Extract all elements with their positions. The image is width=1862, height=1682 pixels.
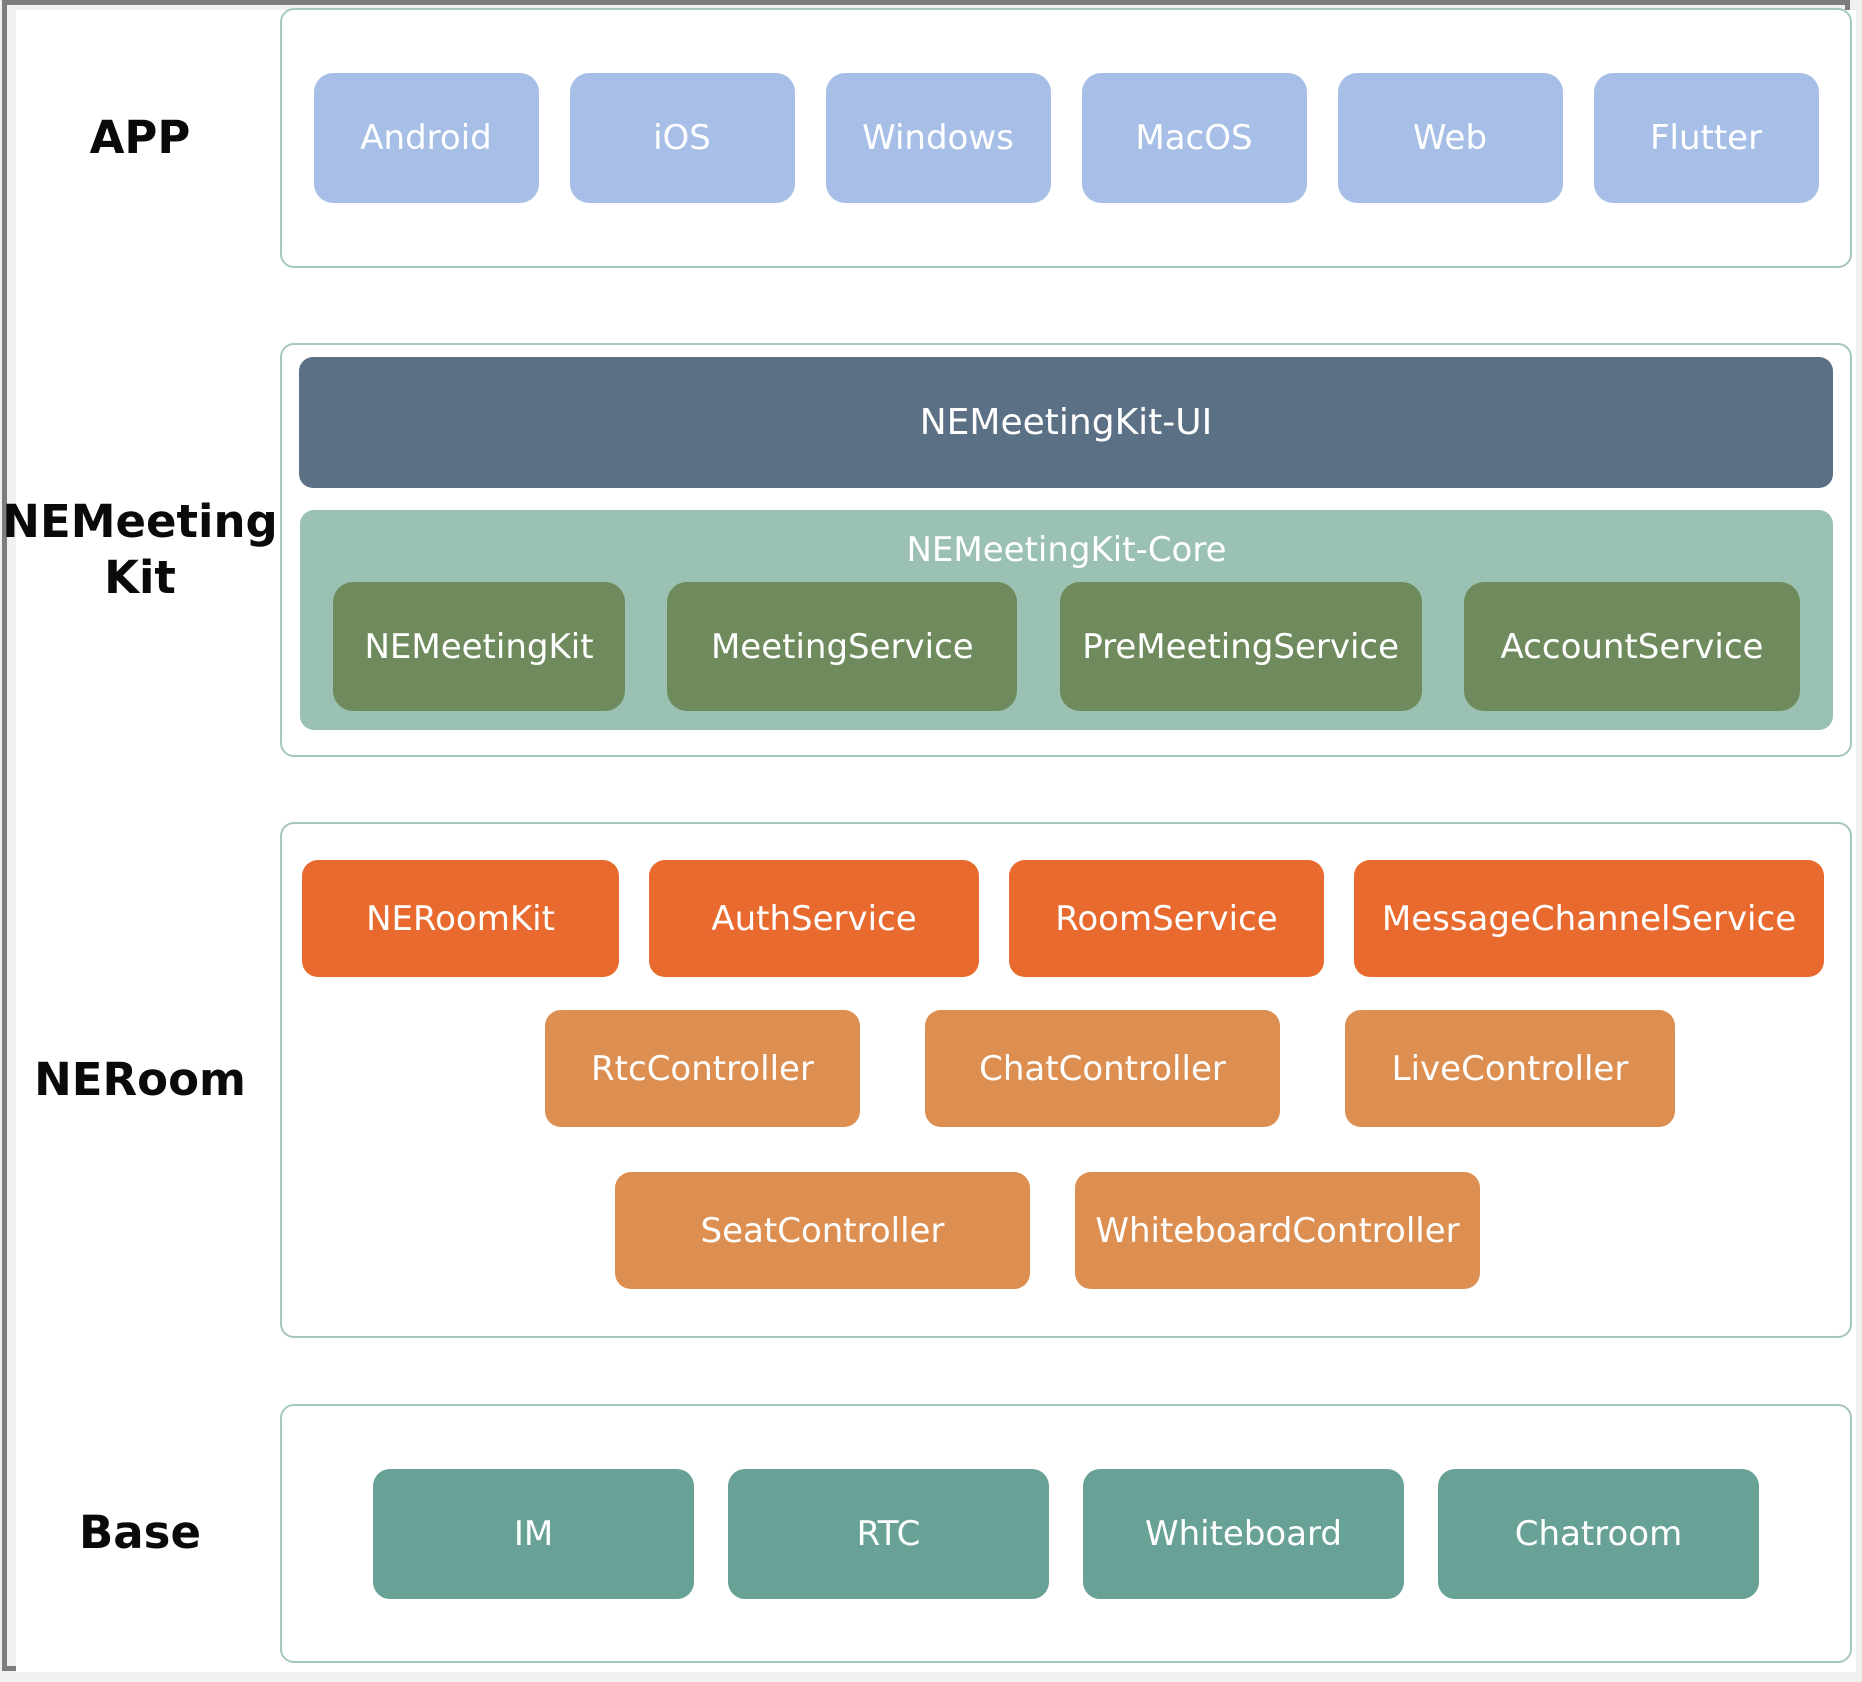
layer-label-nemeetingkit-line2: Kit [104,551,176,604]
nemeetingkit-ui-bar: NEMeetingKit-UI [299,357,1833,488]
svc-box-roomservice: RoomService [1009,860,1324,977]
core-box-premeetingservice: PreMeetingService [1059,582,1422,711]
core-box-meetingservice: MeetingService [667,582,1018,711]
ctl-box-chatcontroller: ChatController [925,1010,1280,1127]
app-box-macos: MacOS [1081,73,1307,203]
layer-label-nemeetingkit: NEMeeting Kit [0,494,280,606]
layer-label-nemeetingkit-line1: NEMeeting [2,495,278,548]
svc-box-authservice: AuthService [649,860,979,977]
svc-box-messagechannelservice: MessageChannelService [1354,860,1824,977]
base-box-im: IM [373,1468,694,1599]
base-box-rtc: RTC [728,1468,1049,1599]
layer-label-base: Base [79,1506,201,1559]
ctl-box-rtccontroller: RtcController [545,1010,860,1127]
section-nemeetingkit: NEMeetingKit-UI NEMeetingKit-Core NEMeet… [280,343,1852,757]
core-box-nemeetingkit: NEMeetingKit [333,582,625,711]
nemeetingkit-core-row: NEMeetingKit MeetingService PreMeetingSe… [333,582,1800,711]
section-app: Android iOS Windows MacOS Web Flutter [280,8,1852,268]
base-box-chatroom: Chatroom [1438,1468,1759,1599]
neroom-controller-row-1: RtcController ChatController LiveControl… [545,1010,1675,1127]
app-box-flutter: Flutter [1593,73,1819,203]
app-box-web: Web [1337,73,1563,203]
layer-label-app: APP [89,111,191,164]
app-box-windows: Windows [825,73,1051,203]
ctl-box-livecontroller: LiveController [1345,1010,1675,1127]
neroom-controller-row-2: SeatController WhiteboardController [615,1172,1480,1289]
ctl-box-whiteboardcontroller: WhiteboardController [1075,1172,1480,1289]
ctl-box-seatcontroller: SeatController [615,1172,1030,1289]
core-box-accountservice: AccountService [1463,582,1800,711]
nemeetingkit-core-title: NEMeetingKit-Core [906,530,1227,570]
svc-box-neroomkit: NERoomKit [302,860,619,977]
neroom-service-row: NERoomKit AuthService RoomService Messag… [302,860,1824,977]
base-box-whiteboard: Whiteboard [1083,1468,1404,1599]
section-base: IM RTC Whiteboard Chatroom [280,1404,1852,1663]
app-box-ios: iOS [569,73,795,203]
nemeetingkit-core-panel: NEMeetingKit-Core NEMeetingKit MeetingSe… [300,510,1833,730]
layer-label-neroom: NERoom [34,1053,246,1106]
section-neroom: NERoomKit AuthService RoomService Messag… [280,822,1852,1338]
app-box-android: Android [313,73,539,203]
